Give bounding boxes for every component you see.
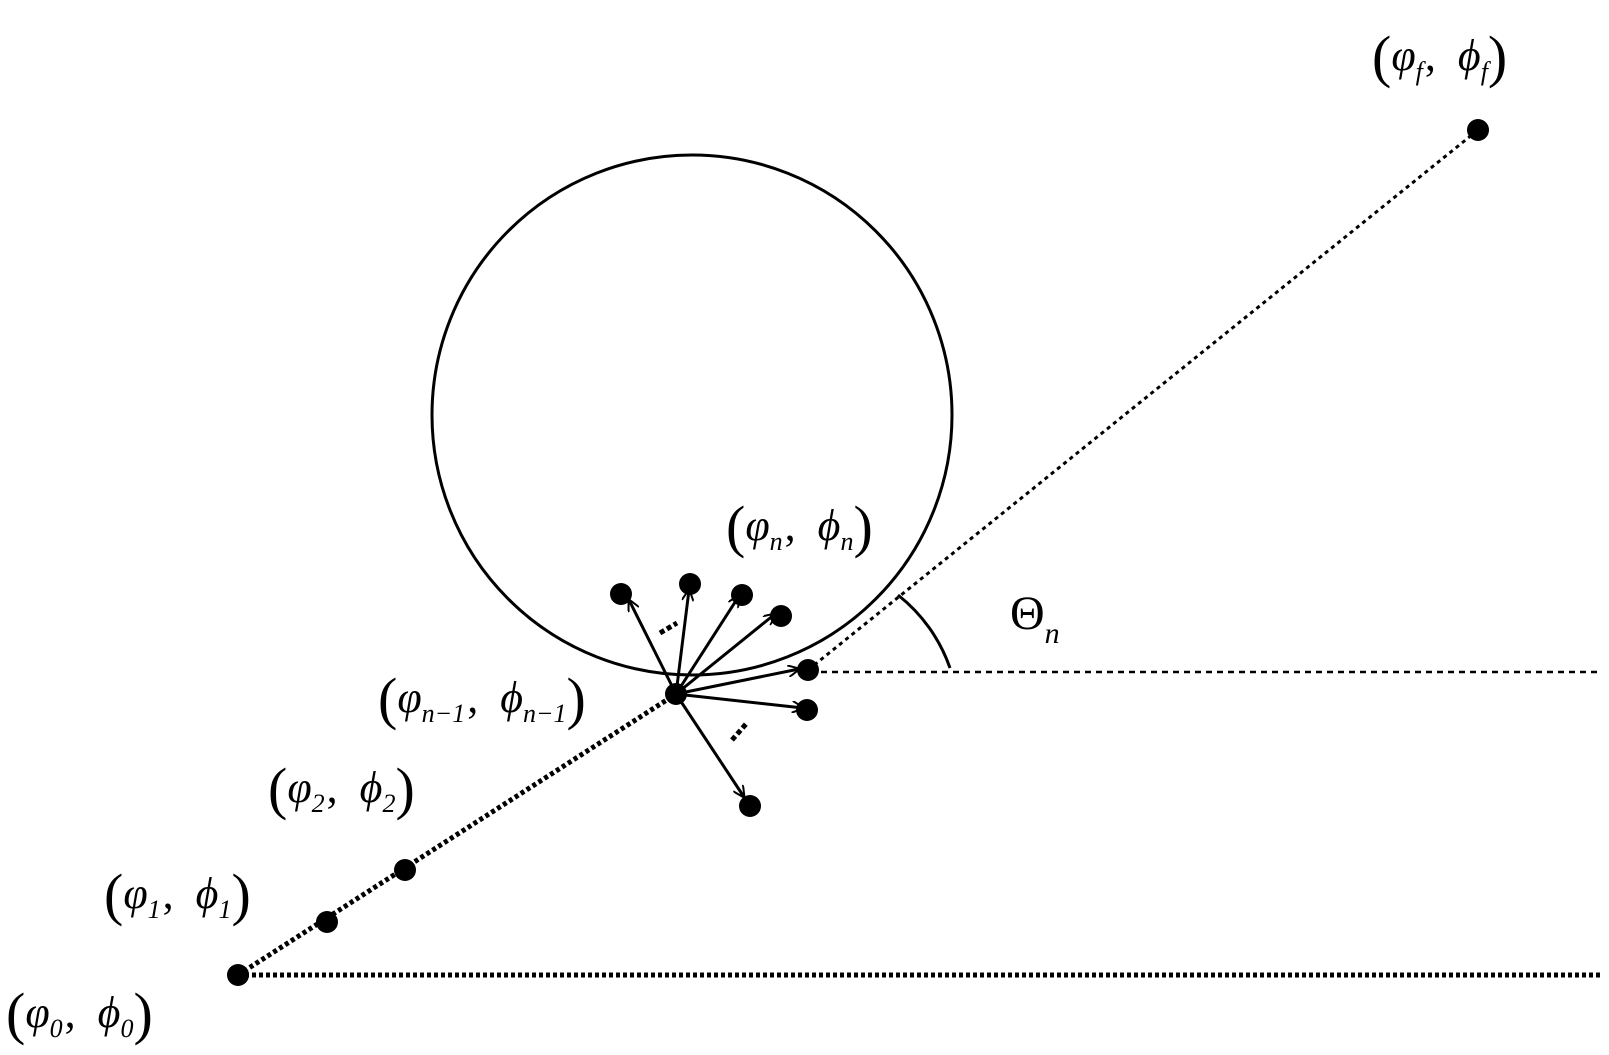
ellipsis-mark (730, 722, 748, 742)
label-pf: (φf,ϕf) (1372, 24, 1508, 89)
point-p2 (394, 859, 416, 881)
label-pn-1: (φn−1,ϕn−1) (378, 666, 586, 731)
label-p1: (φ1,ϕ1) (104, 862, 251, 927)
point-pn-1 (665, 683, 687, 705)
candidate-point (770, 605, 792, 627)
path-line (236, 691, 678, 978)
candidate-arrows (629, 590, 803, 797)
label-pn: (φn,ϕn) (726, 494, 873, 559)
search-circle (430, 153, 954, 677)
candidate-arrow (675, 692, 803, 708)
candidate-arrow (674, 590, 689, 695)
label-angle-theta: Θn (1010, 587, 1060, 650)
candidate-arrow (674, 693, 744, 797)
points (227, 119, 1489, 986)
point-p0 (227, 964, 249, 986)
candidate-point (796, 699, 818, 721)
candidate-point (610, 583, 632, 605)
candidate-point (739, 795, 761, 817)
point-pf (1467, 119, 1489, 141)
direction-line-to-final (807, 128, 1479, 672)
point-p1 (316, 911, 338, 933)
candidate-arrow (674, 596, 739, 695)
candidate-arrow (675, 669, 799, 696)
candidate-arrow (675, 614, 775, 696)
point-pn (797, 659, 819, 681)
label-p0: (φ0,ϕ0) (6, 981, 153, 1046)
candidate-point (679, 573, 701, 595)
angle-arc (897, 593, 952, 669)
label-p2: (φ2,ϕ2) (268, 756, 415, 821)
candidate-arrow (629, 600, 678, 695)
candidate-point (731, 584, 753, 606)
ellipsis-mark (658, 620, 679, 636)
